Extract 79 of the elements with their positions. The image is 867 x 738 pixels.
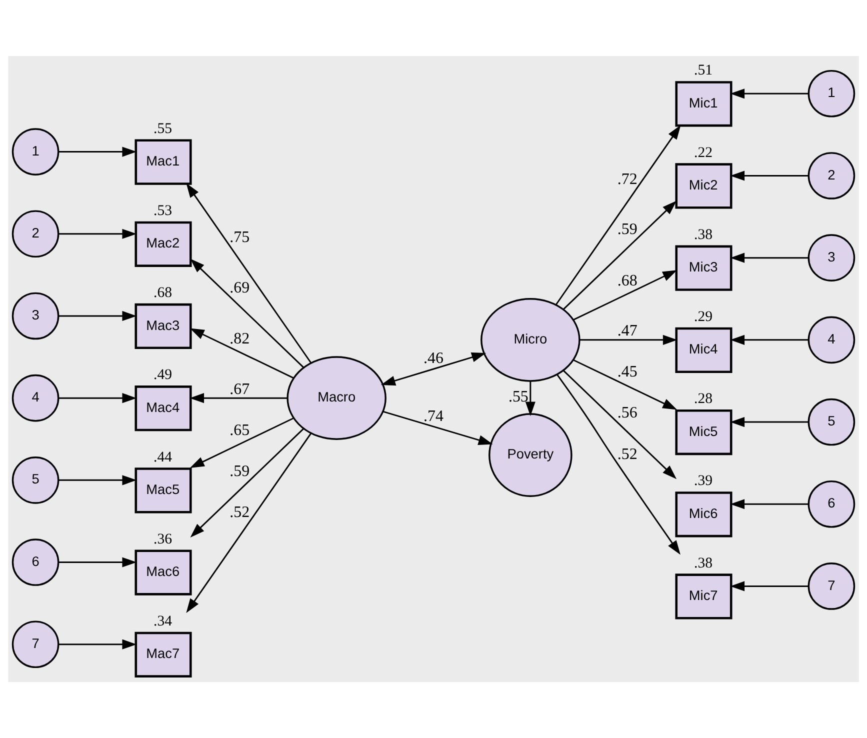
node-circle: 3 bbox=[808, 234, 856, 282]
edge-label: .59 bbox=[617, 221, 638, 238]
arrow bbox=[58, 475, 137, 486]
arrow bbox=[58, 557, 137, 568]
edge-label: .65 bbox=[230, 422, 250, 439]
arrow bbox=[190, 417, 294, 468]
edge-label: .56 bbox=[617, 404, 638, 422]
node-circle: 2 bbox=[12, 210, 60, 258]
node-label: .49 bbox=[154, 367, 172, 384]
arrow bbox=[58, 639, 137, 650]
edge-label: .69 bbox=[230, 279, 250, 296]
edge-label: .52 bbox=[617, 446, 638, 463]
node-circle: 4 bbox=[12, 374, 60, 422]
arrow bbox=[730, 334, 808, 345]
arrow bbox=[730, 170, 808, 181]
arrow bbox=[730, 581, 808, 592]
node-circle: 5 bbox=[12, 456, 60, 504]
node-circle: Poverty bbox=[488, 413, 572, 497]
arrow bbox=[562, 370, 677, 480]
arrow bbox=[186, 432, 312, 613]
arrow bbox=[556, 374, 680, 555]
node-label: .38 bbox=[694, 226, 713, 243]
arrow bbox=[190, 393, 288, 404]
arrow bbox=[730, 499, 808, 510]
arrow bbox=[525, 381, 536, 416]
arrow bbox=[58, 310, 137, 322]
arrow bbox=[730, 416, 808, 428]
arrow bbox=[190, 258, 304, 368]
edge-label: .68 bbox=[617, 272, 638, 290]
edge-label: .59 bbox=[230, 462, 250, 480]
arrow bbox=[562, 200, 677, 310]
node-label: .53 bbox=[154, 202, 172, 219]
arrow bbox=[58, 228, 137, 239]
arrow bbox=[382, 410, 493, 445]
node-circle: 1 bbox=[12, 128, 60, 176]
arrow bbox=[573, 270, 678, 321]
node-label: .44 bbox=[154, 449, 172, 466]
node-label: .34 bbox=[154, 613, 172, 630]
arrow bbox=[58, 146, 137, 157]
node-circle: 6 bbox=[12, 538, 60, 586]
edge-label: .67 bbox=[230, 380, 250, 398]
node-label: .28 bbox=[694, 391, 713, 408]
arrow bbox=[573, 359, 678, 410]
node-label: .51 bbox=[694, 62, 713, 79]
edge-label: .75 bbox=[230, 229, 250, 246]
node-circle: 7 bbox=[12, 620, 60, 668]
edge-label: .55 bbox=[508, 388, 528, 406]
edge-label: .82 bbox=[230, 330, 250, 348]
edge-label: .72 bbox=[617, 170, 638, 188]
edge-label: .45 bbox=[617, 364, 638, 381]
node-circle: 4 bbox=[808, 316, 856, 364]
edge-label: .52 bbox=[230, 504, 250, 521]
node-ellipse: Micro bbox=[480, 298, 580, 382]
arrow bbox=[58, 393, 137, 404]
node-label: .38 bbox=[694, 555, 713, 572]
node-circle: 3 bbox=[12, 292, 60, 340]
node-ellipse: Macro bbox=[286, 356, 386, 440]
arrow bbox=[380, 352, 486, 386]
node-circle: 2 bbox=[808, 152, 856, 200]
arrow bbox=[730, 252, 808, 263]
arrow bbox=[580, 334, 678, 345]
node-circle: 5 bbox=[808, 398, 856, 446]
edge-label: .47 bbox=[617, 322, 638, 340]
arrow bbox=[186, 183, 312, 364]
node-circle: 6 bbox=[808, 480, 856, 528]
node-label: .22 bbox=[694, 144, 713, 161]
node-label: .68 bbox=[154, 285, 172, 302]
arrow bbox=[555, 125, 681, 306]
node-label: .55 bbox=[154, 120, 172, 137]
node-label: .39 bbox=[694, 473, 713, 490]
node-label: .36 bbox=[154, 531, 172, 548]
node-circle: 7 bbox=[808, 562, 856, 610]
edge-label: .46 bbox=[424, 350, 444, 367]
arrow bbox=[190, 428, 304, 538]
node-circle: 1 bbox=[808, 70, 856, 118]
arrow bbox=[190, 328, 294, 379]
edge-label: .74 bbox=[424, 408, 444, 426]
node-label: .29 bbox=[694, 308, 713, 325]
arrow bbox=[730, 88, 808, 99]
